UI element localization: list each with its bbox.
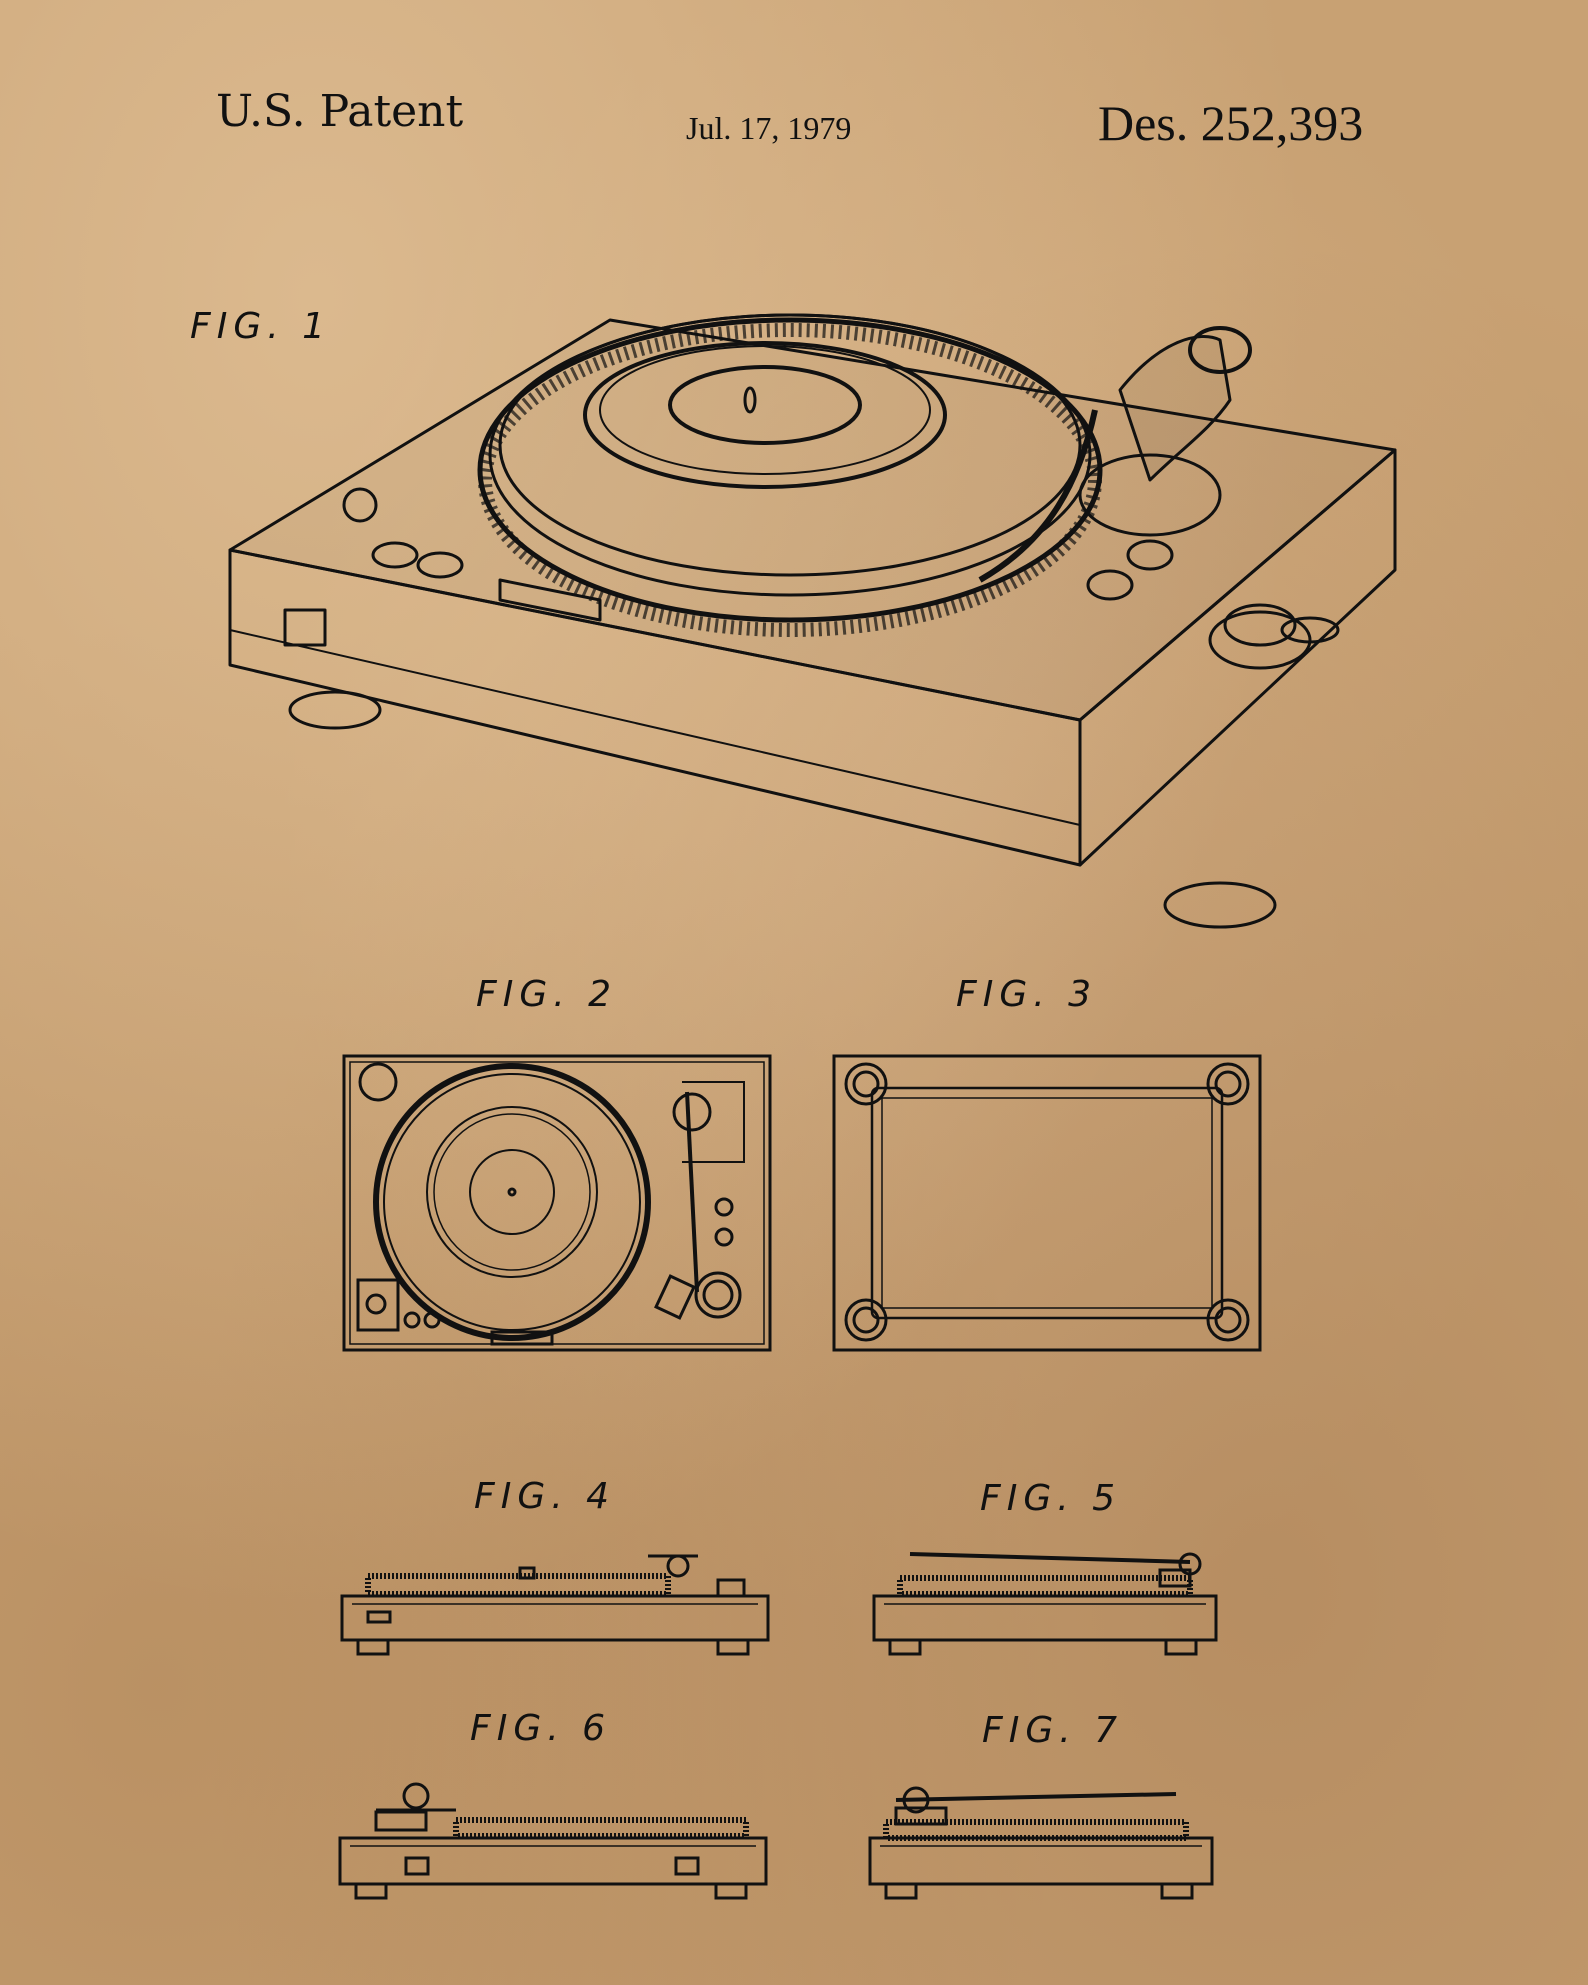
fig5-label: FIG. 5 — [980, 1478, 1122, 1519]
fig7-label: FIG. 7 — [982, 1710, 1124, 1751]
fig1-label: FIG. 1 — [190, 306, 332, 347]
fig7-turntable-opposite-side-view — [866, 1780, 1216, 1904]
patent-date: Jul. 17, 1979 — [686, 110, 852, 146]
fig2-label: FIG. 2 — [476, 974, 618, 1015]
fig4-label: FIG. 4 — [474, 1476, 616, 1517]
fig1-turntable-perspective — [220, 280, 1400, 940]
patent-header-left: U.S. Patent — [216, 86, 464, 137]
fig6-turntable-rear-view — [336, 1780, 770, 1904]
fig3-label: FIG. 3 — [956, 974, 1098, 1015]
fig6-label: FIG. 6 — [470, 1708, 612, 1749]
fig2-turntable-top-view — [342, 1052, 772, 1352]
fig4-turntable-front-view — [338, 1540, 772, 1660]
fig5-turntable-side-view — [870, 1540, 1220, 1660]
patent-number: Des. 252,393 — [1098, 95, 1364, 151]
fig3-turntable-bottom-view — [832, 1054, 1262, 1352]
